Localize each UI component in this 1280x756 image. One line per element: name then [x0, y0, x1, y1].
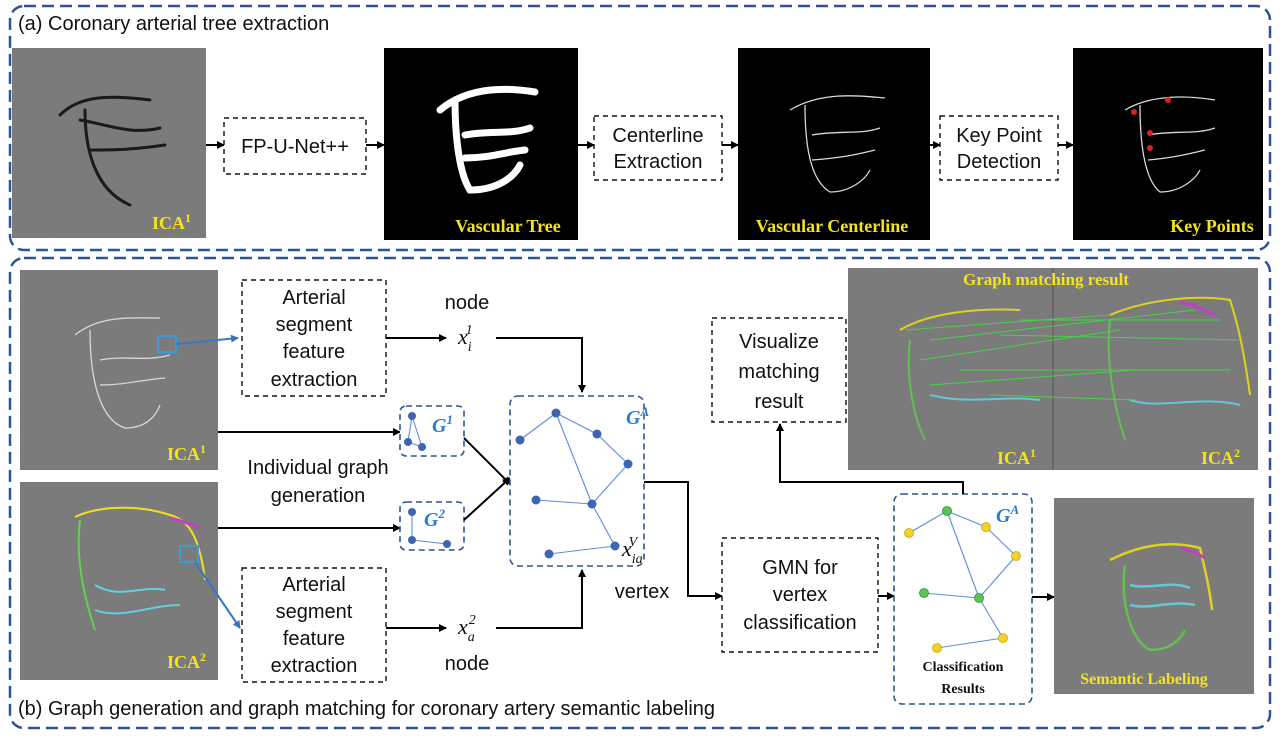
feature-bottom-line2: segment	[276, 601, 353, 623]
classification-line1: Classification	[923, 660, 1004, 675]
feature-top-line2: segment	[276, 314, 353, 336]
ica1-image-a: ICA1	[12, 48, 206, 238]
key-points-image: Key Points	[1073, 48, 1263, 240]
arrow-g2-ga	[463, 477, 511, 521]
svg-text:GA: GA	[626, 404, 649, 429]
svg-text:G2: G2	[424, 506, 445, 531]
visualize-line1: Visualize	[739, 331, 819, 353]
fp-unet-label: FP-U-Net++	[241, 136, 349, 158]
vascular-centerline-image: Vascular Centerline	[738, 48, 930, 240]
visualize-line3: result	[755, 391, 804, 413]
vascular-centerline-label: Vascular Centerline	[756, 216, 909, 236]
feature-box-top	[241, 279, 387, 397]
ga-graph: GA xiaV	[509, 395, 649, 567]
x-i-1: xi1	[457, 323, 473, 355]
detection-label: Detection	[957, 151, 1042, 173]
fp-unet-box	[223, 117, 367, 175]
node-label-top: node	[445, 292, 490, 314]
arrow-x-bottom	[496, 569, 586, 629]
g1-graph: G1	[399, 405, 465, 457]
vertex-label: vertex	[615, 581, 669, 603]
feature-box-bottom	[241, 567, 387, 683]
keypoint-box	[939, 115, 1059, 181]
node-label-bottom: node	[445, 653, 490, 675]
g2-graph: G2	[399, 501, 465, 551]
ica1-image-b: ICA1	[20, 270, 218, 470]
gmn-line1: GMN for	[762, 557, 838, 579]
panel-b-border	[8, 256, 1272, 730]
ica1-label-matching: ICA1	[997, 446, 1036, 468]
feature-top-line4: extraction	[271, 369, 358, 391]
panel-a-border	[8, 4, 1272, 252]
gmn-box	[721, 537, 879, 653]
feature-top-line1: Arterial	[282, 287, 345, 309]
x-ia-v: xiaV	[621, 535, 643, 567]
key-points-label: Key Points	[1170, 216, 1254, 236]
extraction-label: Extraction	[614, 151, 703, 173]
feature-bottom-line1: Arterial	[282, 574, 345, 596]
graph-matching-title: Graph matching result	[963, 270, 1129, 289]
semantic-labeling-label: Semantic Labeling	[1080, 671, 1208, 688]
semantic-labeling-image: Semantic Labeling	[1054, 498, 1254, 694]
centerline-box	[593, 115, 723, 181]
arrow-g1-ga	[463, 437, 511, 485]
classification-line2: Results	[941, 682, 985, 697]
svg-text:GA: GA	[996, 502, 1019, 527]
panel-b-title: (b) Graph generation and graph matching …	[18, 698, 715, 720]
vascular-tree-label: Vascular Tree	[455, 216, 561, 236]
graph-matching-image: Graph matching result ICA1 ICA2	[848, 268, 1258, 470]
gmn-line2: vertex	[773, 584, 827, 606]
ica2-image-b: ICA2	[20, 482, 218, 680]
arrow-x-top	[496, 337, 586, 393]
ica2-label-b: ICA2	[167, 650, 206, 672]
individual-graph-line1: Individual graph	[247, 457, 388, 479]
pointer-ica1	[175, 334, 239, 345]
svg-text:G1: G1	[432, 412, 453, 437]
gmn-line3: classification	[743, 612, 856, 634]
ica1-label-b: ICA1	[167, 442, 206, 464]
individual-graph-line2: generation	[271, 485, 366, 507]
pointer-ica2	[194, 561, 241, 629]
feature-bottom-line4: extraction	[271, 655, 358, 677]
panel-a-title: (a) Coronary arterial tree extraction	[18, 13, 329, 35]
keypoint-label: Key Point	[956, 125, 1042, 147]
arrow-ga-gmn	[644, 481, 723, 600]
ica2-label-matching: ICA2	[1201, 446, 1240, 468]
centerline-label: Centerline	[612, 125, 703, 147]
vascular-tree-image: Vascular Tree	[384, 48, 578, 240]
classification-graph: GA Classification Results	[893, 493, 1033, 705]
feature-bottom-line3: feature	[283, 628, 345, 650]
visualize-line2: matching	[738, 361, 819, 383]
visualize-box	[711, 317, 847, 423]
arrow-result-visualize	[776, 423, 964, 494]
ica1-label-a: ICA1	[152, 211, 191, 233]
feature-top-line3: feature	[283, 341, 345, 363]
x-a-2: xa2	[457, 613, 476, 645]
